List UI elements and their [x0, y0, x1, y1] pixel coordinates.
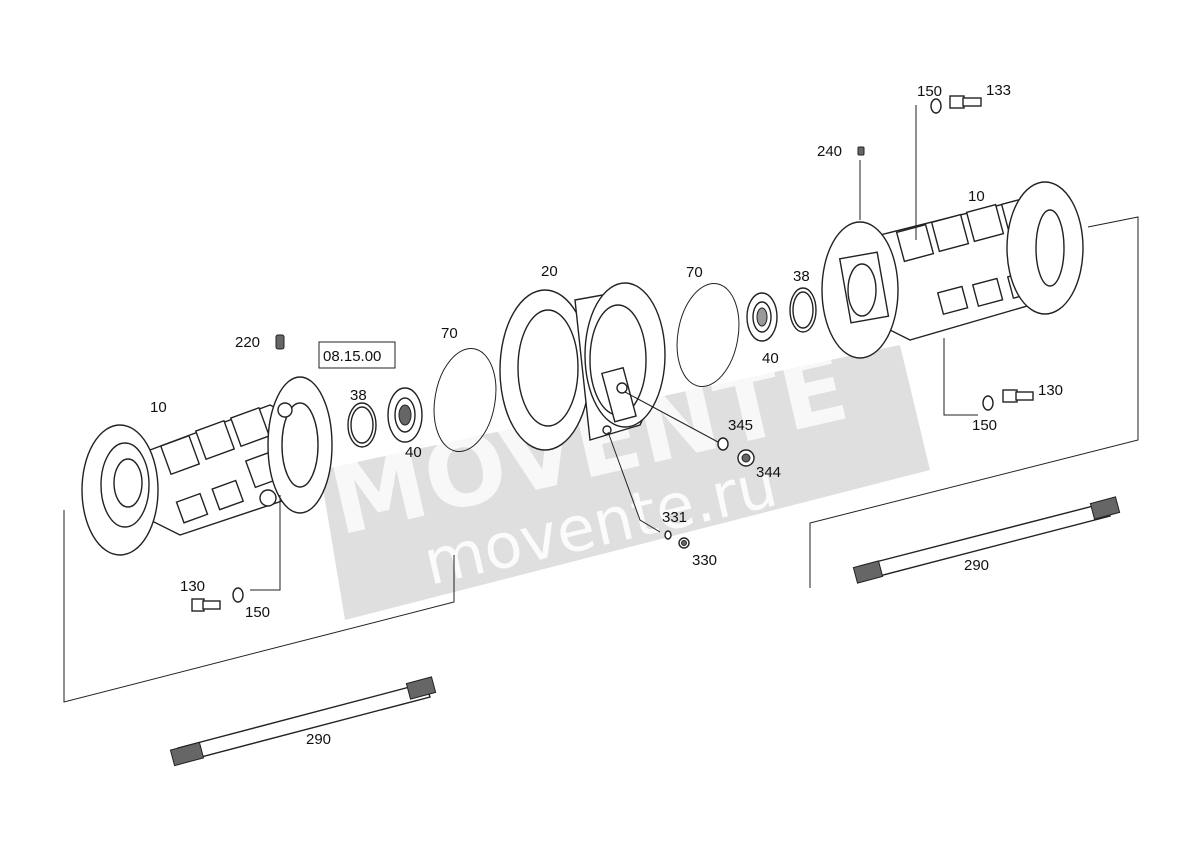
left-axle-housing	[81, 376, 333, 556]
label-snap-ring-38-left[interactable]: 38	[350, 387, 367, 404]
label-o-ring-70-left[interactable]: 70	[441, 325, 458, 342]
screw-130-right	[1002, 389, 1034, 403]
screw-133	[949, 95, 982, 109]
o-ring-70-right	[676, 283, 740, 387]
label-o-ring-70-right[interactable]: 70	[686, 264, 703, 281]
label-washer-150-top[interactable]: 150	[917, 83, 942, 100]
washer-331	[664, 530, 672, 540]
differential-carrier	[499, 282, 666, 451]
right-axle-housing	[821, 181, 1084, 359]
label-screw-130-left[interactable]: 130	[180, 578, 205, 595]
seal-345	[717, 437, 729, 451]
breather-220	[275, 334, 285, 350]
label-screw-130-right[interactable]: 130	[1038, 382, 1063, 399]
axle-shaft-290-left	[169, 676, 437, 767]
part-labels: 10 220 38 40 70 20 70 38 40 345 344 331 …	[150, 82, 1063, 748]
leader-lines	[63, 105, 1139, 703]
snap-ring-38-left	[347, 402, 377, 448]
washer-150-left	[232, 587, 244, 603]
plug-344	[737, 449, 755, 467]
label-washer-150-left[interactable]: 150	[245, 604, 270, 621]
label-housing-left[interactable]: 10	[150, 399, 167, 416]
breather-240	[857, 146, 865, 156]
label-washer-331[interactable]: 331	[662, 509, 687, 526]
reference-box[interactable]: 08.15.00	[318, 341, 396, 369]
label-housing-right[interactable]: 10	[968, 188, 985, 205]
label-seal-345[interactable]: 345	[728, 417, 753, 434]
watermark-band	[320, 345, 930, 620]
label-carrier-20[interactable]: 20	[541, 263, 558, 280]
bearing-40-right	[746, 292, 778, 342]
label-bearing-40-left[interactable]: 40	[405, 444, 422, 461]
label-shaft-290-left[interactable]: 290	[306, 731, 331, 748]
washer-150-right-bottom	[982, 395, 994, 411]
label-plug-344[interactable]: 344	[756, 464, 781, 481]
label-plug-330[interactable]: 330	[692, 552, 717, 569]
axle-shaft-290-right	[852, 496, 1121, 584]
label-breather-220[interactable]: 220	[235, 334, 260, 351]
reference-box-text: 08.15.00	[323, 348, 381, 365]
label-washer-150-right-bottom[interactable]: 150	[972, 417, 997, 434]
label-snap-ring-38-right[interactable]: 38	[793, 268, 810, 285]
screw-130-left	[191, 598, 221, 612]
label-shaft-290-right[interactable]: 290	[964, 557, 989, 574]
plug-330	[678, 537, 690, 549]
washer-150-top	[930, 98, 942, 114]
bearing-40-left	[387, 387, 423, 443]
label-breather-240[interactable]: 240	[817, 143, 842, 160]
label-bearing-40-right[interactable]: 40	[762, 350, 779, 367]
snap-ring-38-right	[789, 287, 817, 333]
label-screw-133[interactable]: 133	[986, 82, 1011, 99]
o-ring-70-left	[433, 348, 497, 452]
